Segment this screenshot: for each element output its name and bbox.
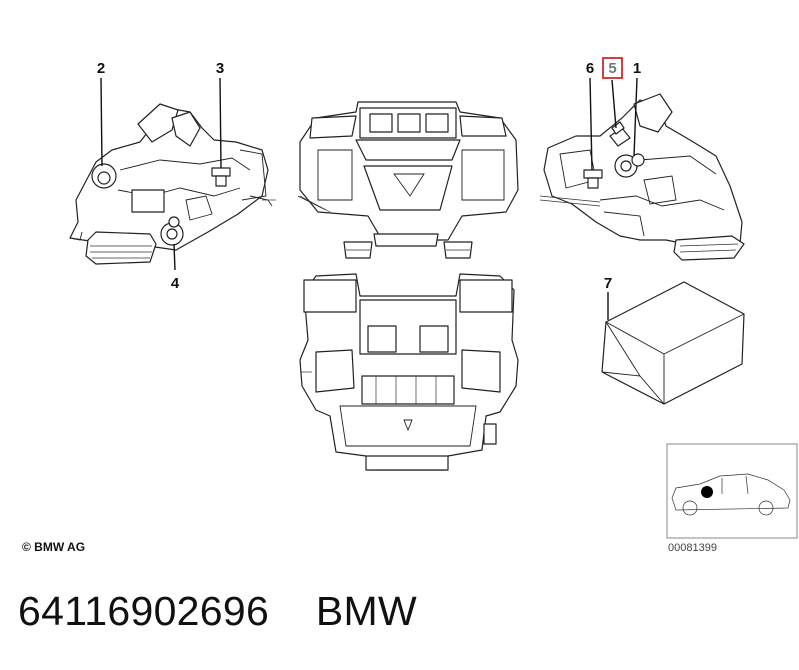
center-top-housing-assembly xyxy=(297,101,519,259)
locator-box xyxy=(666,443,798,539)
callout-5: 5 xyxy=(608,60,616,77)
car-silhouette xyxy=(671,473,791,511)
callout-7: 7 xyxy=(604,275,612,292)
left-housing-assembly xyxy=(69,103,276,265)
right-housing-assembly xyxy=(539,93,745,261)
center-bottom-housing-assembly xyxy=(299,273,519,471)
callout-1: 1 xyxy=(633,60,641,77)
callout-6: 6 xyxy=(586,60,594,77)
part-number: 64116902696 xyxy=(18,588,270,634)
copyright-notice: © BMW AG xyxy=(22,540,86,554)
leader-lines xyxy=(100,77,638,320)
location-marker xyxy=(701,486,713,498)
callout-labels: 2 3 4 6 5 1 7 xyxy=(97,57,641,292)
highlight-box xyxy=(602,57,623,79)
reference-code: 00081399 xyxy=(668,542,717,554)
callout-3: 3 xyxy=(216,60,224,77)
brand-name: BMW xyxy=(315,588,417,634)
callout-4: 4 xyxy=(171,275,180,292)
foam-pad xyxy=(601,281,745,405)
callout-2: 2 xyxy=(97,60,105,77)
part-caption: 64116902696 BMW xyxy=(18,588,417,635)
